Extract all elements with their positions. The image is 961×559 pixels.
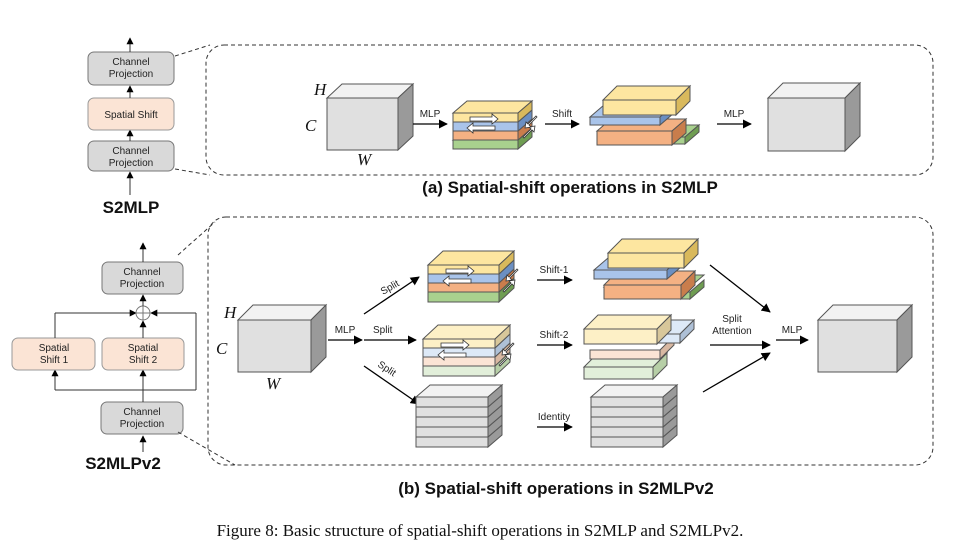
panel-a-frame (205, 44, 934, 176)
shifted-layers (588, 84, 701, 147)
channel-projection-box (87, 51, 175, 86)
arrow-label-mlp: MLP (420, 109, 441, 120)
arrow-label-mlp: MLP (724, 109, 745, 120)
dim-c: C (305, 116, 317, 135)
spatial-shift-label: Spatial Shift (104, 110, 158, 121)
dim-c: C (216, 339, 228, 358)
figure-caption: Figure 8: Basic structure of spatial-shi… (217, 521, 744, 540)
panel-b-title: (b) Spatial-shift operations in S2MLPv2 (398, 479, 713, 498)
panel-b-frame (207, 216, 934, 466)
channel-projection-box (87, 140, 175, 172)
dim-w: W (357, 150, 373, 169)
arrow-label-mlp: MLP (782, 325, 803, 336)
arrow-label-split: Split (379, 278, 402, 297)
dim-w: W (266, 374, 282, 393)
panel-a-title: (a) Spatial-shift operations in S2MLP (422, 178, 718, 197)
channel-projection-box (100, 401, 184, 435)
dim-h: H (313, 80, 328, 99)
arrow-label-mlp: MLP (335, 325, 356, 336)
identity-stack-output (589, 383, 679, 449)
input-cube (325, 82, 415, 152)
shifted-layers-1 (592, 237, 706, 301)
arrow-label-shift: Shift (552, 109, 572, 120)
arrow-label-shift-1: Shift-1 (540, 265, 569, 276)
s2mlp-title: S2MLP (103, 198, 160, 217)
dim-h: H (223, 303, 238, 322)
spatial-shift-box (87, 97, 175, 131)
output-cube (766, 81, 862, 153)
s2mlpv2-title: S2MLPv2 (85, 454, 161, 473)
stacked-layers-2 (421, 323, 515, 378)
output-cube (816, 303, 914, 374)
shifted-layers-2 (582, 313, 696, 381)
arrow-label-shift-2: Shift-2 (540, 330, 569, 341)
input-cube (236, 303, 328, 374)
spatial-shift-1-box (11, 337, 96, 371)
stacked-layers (451, 99, 538, 151)
stacked-layers-1 (426, 249, 519, 304)
identity-stack-input (414, 383, 504, 449)
arrow-label-identity: Identity (538, 412, 570, 423)
arrow-label-split: Split (373, 325, 393, 336)
